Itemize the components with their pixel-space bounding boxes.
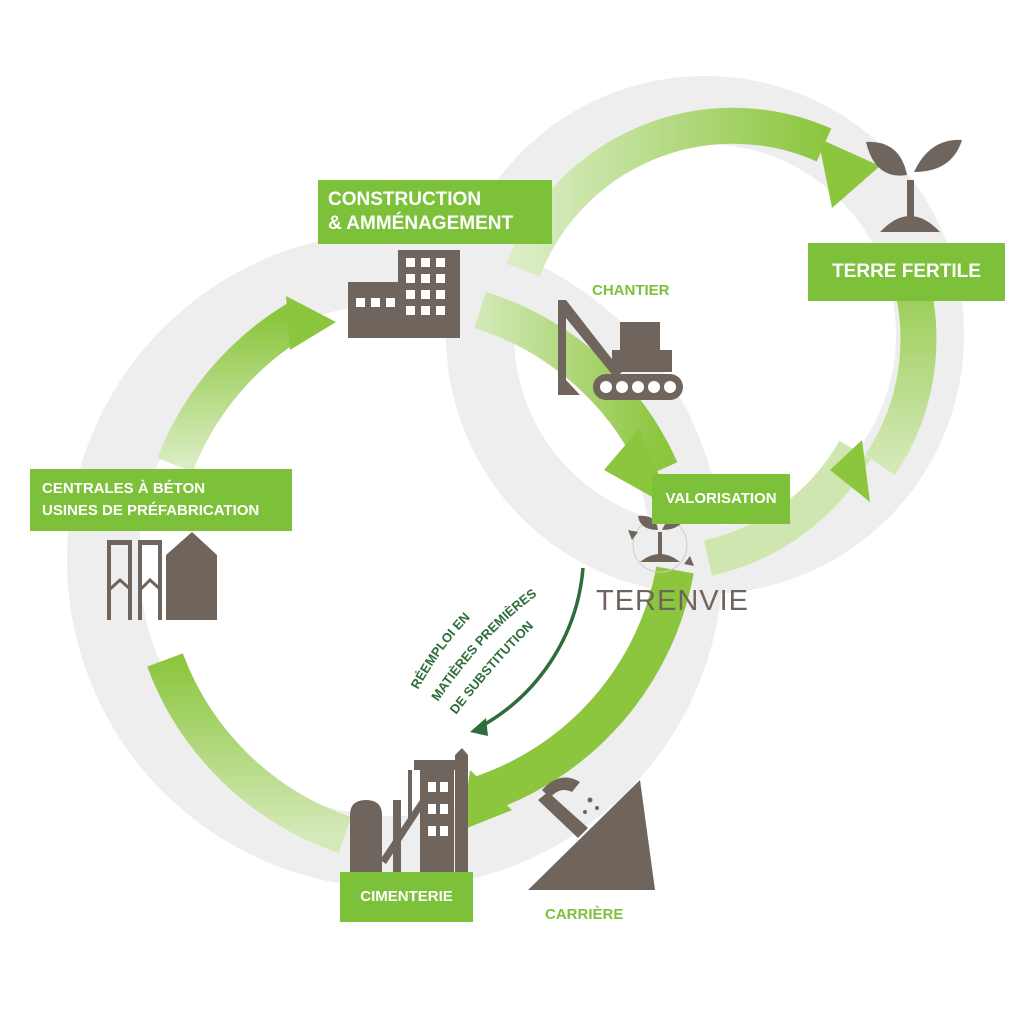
silos-icon bbox=[107, 532, 217, 620]
centrales-label-line1: CENTRALES À BÉTON bbox=[42, 480, 206, 497]
terenvie-brand: TERENVIE bbox=[596, 585, 750, 617]
construction-label-line1: CONSTRUCTION bbox=[328, 189, 482, 210]
terre-fertile-label: TERRE FERTILE bbox=[808, 243, 1005, 301]
centrales-label: CENTRALES À BÉTON USINES DE PRÉFABRICATI… bbox=[30, 469, 292, 531]
centrales-label-line2: USINES DE PRÉFABRICATION bbox=[42, 502, 260, 519]
cement-plant-icon bbox=[350, 748, 468, 872]
chantier-label: CHANTIER bbox=[592, 282, 670, 299]
reuse-arrow bbox=[470, 567, 585, 736]
sprout-icon bbox=[866, 139, 962, 232]
construction-label-line2: & AMMÉNAGEMENT bbox=[328, 213, 514, 234]
quarry-icon bbox=[528, 777, 655, 890]
construction-label: CONSTRUCTION & AMMÉNAGEMENT bbox=[318, 180, 552, 244]
cimenterie-label: CIMENTERIE bbox=[340, 872, 473, 922]
carriere-label: CARRIÈRE bbox=[545, 906, 624, 923]
terenvie-logo-icon bbox=[628, 513, 694, 573]
building-icon bbox=[348, 250, 460, 338]
valorisation-label: VALORISATION bbox=[652, 474, 790, 524]
crane-icon bbox=[558, 300, 683, 400]
left-cycle-arrows bbox=[147, 291, 694, 853]
